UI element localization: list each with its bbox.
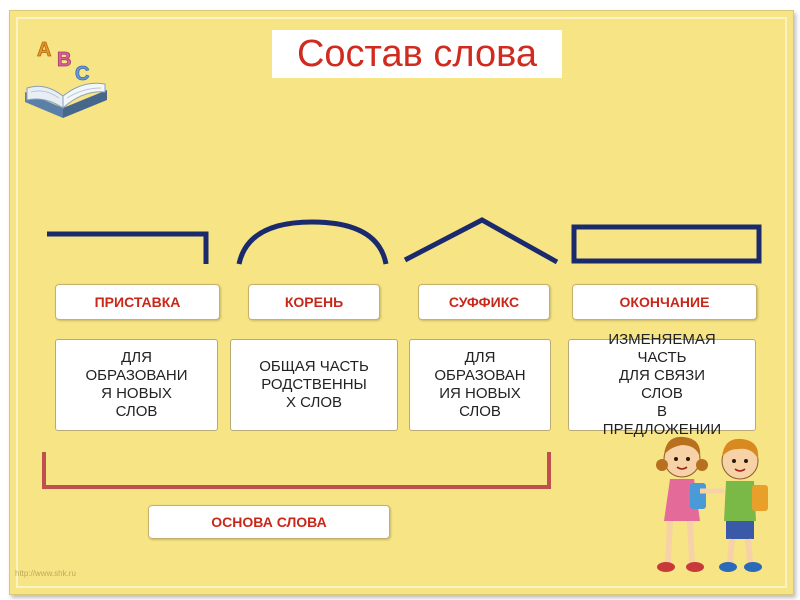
label-prefix: ПРИСТАВКА — [55, 284, 220, 320]
description-root-text: ОБЩАЯ ЧАСТЬ РОДСТВЕННЫ Х СЛОВ — [259, 358, 369, 411]
abc-book-icon: A B C — [25, 39, 107, 118]
description-suffix-text: ДЛЯ ОБРАЗОВАН ИЯ НОВЫХ СЛОВ — [434, 349, 526, 420]
description-ending: ИЗМЕНЯЕМАЯ ЧАСТЬ ДЛЯ СВЯЗИ СЛОВ В ПРЕДЛО… — [568, 331, 756, 438]
logo-letter-b: B — [57, 49, 71, 71]
description-root: ОБЩАЯ ЧАСТЬ РОДСТВЕННЫ Х СЛОВ — [230, 339, 398, 431]
logo-letter-a: A — [37, 39, 51, 61]
description-prefix: ДЛЯ ОБРАЗОВАНИ Я НОВЫХ СЛОВ — [55, 339, 218, 431]
label-stem: ОСНОВА СЛОВА — [148, 505, 390, 539]
description-prefix-text: ДЛЯ ОБРАЗОВАНИ Я НОВЫХ СЛОВ — [85, 349, 188, 420]
watermark: http://www.shk.ru — [15, 569, 76, 578]
description-suffix: ДЛЯ ОБРАЗОВАН ИЯ НОВЫХ СЛОВ — [409, 339, 551, 431]
label-suffix: СУФФИКС — [418, 284, 550, 320]
description-ending-text: ИЗМЕНЯЕМАЯ ЧАСТЬ ДЛЯ СВЯЗИ СЛОВ В ПРЕДЛО… — [602, 331, 722, 438]
label-root: КОРЕНЬ — [248, 284, 380, 320]
children-illustration — [656, 436, 768, 572]
page-title: Состав слова — [272, 30, 562, 78]
label-ending: ОКОНЧАНИЕ — [572, 284, 757, 320]
logo-letter-c: C — [75, 63, 89, 85]
board-border — [16, 17, 787, 588]
